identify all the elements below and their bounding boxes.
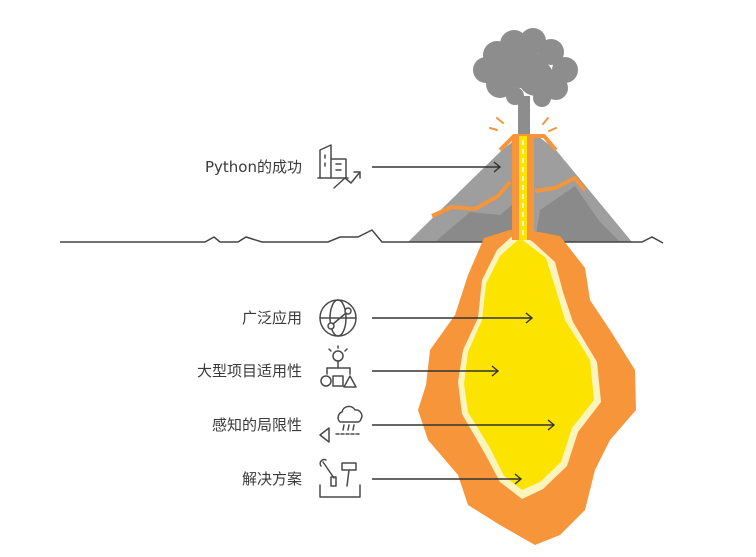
label-wide-application: 广泛应用 bbox=[242, 309, 302, 327]
label-large-projects: 大型项目适用性 bbox=[197, 362, 302, 380]
arrows bbox=[372, 161, 556, 485]
magma-core bbox=[464, 238, 594, 490]
building-growth-icon bbox=[317, 144, 361, 189]
vent-conduit bbox=[512, 136, 534, 240]
tools-icon bbox=[319, 458, 361, 498]
ground-line bbox=[60, 229, 664, 244]
smoke-plume bbox=[473, 28, 578, 136]
label-perceived-limitations: 感知的局限性 bbox=[212, 416, 302, 434]
storm-cloud-icon bbox=[319, 405, 363, 443]
label-solutions: 解决方案 bbox=[242, 470, 302, 488]
project-structure-icon bbox=[320, 345, 357, 388]
sparks bbox=[489, 117, 557, 132]
magma-chamber bbox=[418, 230, 636, 545]
label-python-success: Python的成功 bbox=[205, 158, 302, 176]
network-globe-icon bbox=[319, 299, 357, 337]
